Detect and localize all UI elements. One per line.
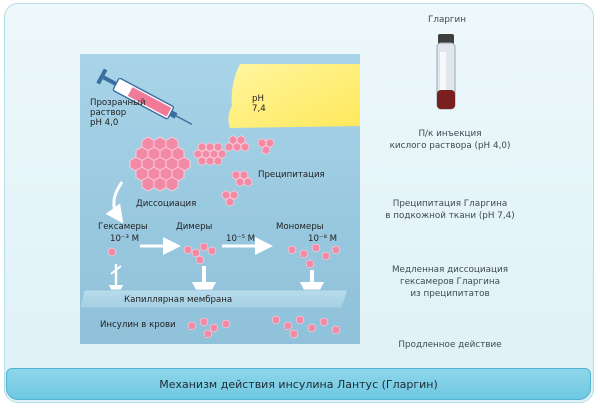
- hexamers-concentration: 10⁻³ М: [110, 234, 140, 244]
- dimer-particles: [183, 242, 217, 265]
- precipitate-cluster: [224, 135, 250, 152]
- capillary-membrane-label: Капиллярная мембрана: [124, 295, 233, 305]
- syringe-icon: [96, 68, 193, 125]
- precipitate-cluster: [221, 190, 239, 207]
- hexamer-particle: [107, 247, 117, 257]
- precipitation-label: Преципитация: [258, 170, 325, 180]
- step-slow-dissociation: Медленная диссоциация гексамеров Гларгин…: [391, 265, 509, 299]
- caption-bar: Механизм действия инсулина Лантус (Гларг…: [6, 368, 591, 400]
- depot-ph-label: рН 7,4: [252, 94, 266, 114]
- vial-label: Гларгин: [427, 15, 467, 25]
- precipitate-cluster: [193, 142, 227, 166]
- caption-text: Механизм действия инсулина Лантус (Гларг…: [159, 377, 438, 391]
- clear-solution-label: Прозрачный раствор рН 4,0: [90, 98, 146, 128]
- monomers-label: Мономеры: [276, 222, 324, 232]
- diagram-panel: Прозрачный раствор рН 4,0 рН 7,4 Преципи…: [80, 54, 360, 344]
- vial-icon: [436, 34, 456, 110]
- monomers-concentration: 10⁻⁸ М: [308, 234, 338, 244]
- precipitate-cluster: [257, 138, 275, 155]
- hexamer-cluster: [129, 136, 191, 192]
- dimers-label: Димеры: [176, 222, 213, 232]
- blood-insulin-particles: [187, 315, 341, 339]
- step-prolonged-action: Продленное действие: [398, 340, 502, 350]
- subcutaneous-depot: [228, 64, 360, 128]
- mechanism-diagram: [80, 64, 360, 339]
- hexamers-label: Гексамеры: [98, 222, 148, 232]
- dimers-concentration: 10⁻⁵ М: [226, 234, 256, 244]
- step-injection: П/к инъекция кислого раствора (рН 4,0): [389, 129, 511, 151]
- capillary-membrane: [80, 289, 349, 309]
- step-precipitation: Преципитация Гларгина в подкожной ткани …: [385, 199, 515, 221]
- dissociation-label: Диссоциация: [136, 199, 197, 209]
- dissociation-arrow: [105, 181, 124, 224]
- precipitate-cluster: [231, 170, 253, 187]
- monomer-particles: [287, 243, 341, 269]
- insulin-in-blood-label: Инсулин в крови: [100, 320, 176, 330]
- blocked-mark: [110, 265, 122, 275]
